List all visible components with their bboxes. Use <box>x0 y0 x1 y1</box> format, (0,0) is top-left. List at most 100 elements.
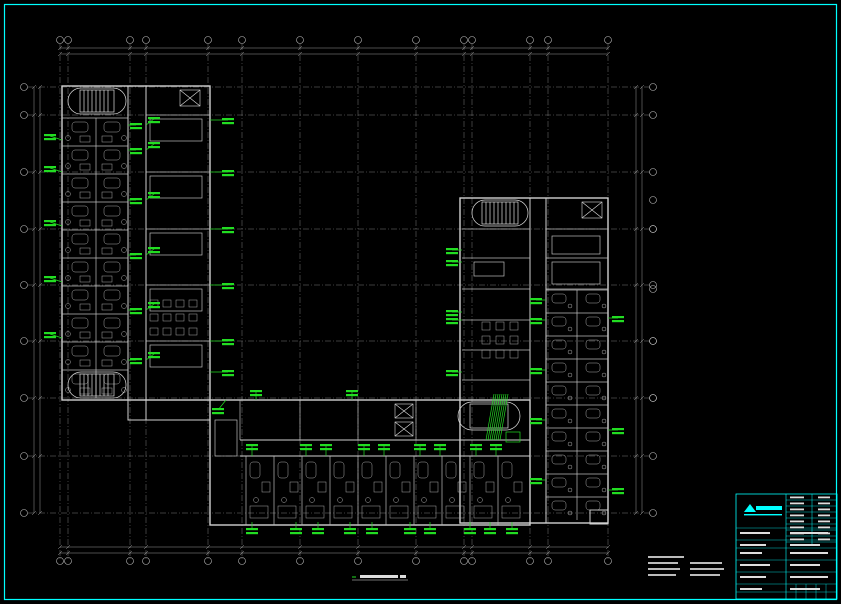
row-bubble-icon <box>649 285 657 293</box>
row-bubble-icon <box>649 394 657 402</box>
toilet-fixture-icon <box>305 461 317 479</box>
toilet-fixture-icon <box>103 317 121 329</box>
general-notes <box>648 556 724 576</box>
column-bubble-icon <box>354 557 362 565</box>
toilet-fixture-icon <box>551 477 567 488</box>
column-bubble-icon <box>64 36 72 44</box>
toilet-fixture-icon <box>277 461 289 479</box>
stair-icon <box>67 371 127 399</box>
toilet-fixture-icon <box>585 316 601 327</box>
toilet-fixture-icon <box>551 293 567 304</box>
title-block <box>735 493 838 600</box>
column-bubble-icon <box>204 557 212 565</box>
column-bubble-icon <box>64 557 72 565</box>
row-bubble-icon <box>20 281 28 289</box>
toilet-fixture-icon <box>71 317 89 329</box>
row-bubble-icon <box>649 337 657 345</box>
toilet-fixture-icon <box>551 316 567 327</box>
toilet-fixture-icon <box>551 362 567 373</box>
annotation-leaders <box>44 117 624 535</box>
toilet-fixture-icon <box>103 205 121 217</box>
row-bubble-icon <box>649 196 657 204</box>
column-bubble-icon <box>56 557 64 565</box>
toilet-fixture-icon <box>71 149 89 161</box>
toilet-fixture-icon <box>445 461 457 479</box>
column-bubble-icon <box>126 557 134 565</box>
toilet-fixture-icon <box>103 233 121 245</box>
toilet-fixture-icon <box>551 408 567 419</box>
row-bubble-icon <box>649 111 657 119</box>
toilet-fixture-icon <box>103 289 121 301</box>
company-logo-icon <box>744 504 782 516</box>
column-bubble-icon <box>238 36 246 44</box>
column-bubble-icon <box>544 36 552 44</box>
toilet-fixture-icon <box>585 293 601 304</box>
scale-bar <box>352 575 408 581</box>
column-bubble-icon <box>296 557 304 565</box>
toilet-fixture-icon <box>103 261 121 273</box>
toilet-fixture-icon <box>103 121 121 133</box>
column-bubble-icon <box>238 557 246 565</box>
toilet-fixture-icon <box>389 461 401 479</box>
room-partitions <box>62 114 608 525</box>
drawing-frame <box>3 3 838 601</box>
bathroom-fixtures <box>65 121 607 519</box>
column-bubble-icon <box>544 557 552 565</box>
toilet-fixture-icon <box>103 345 121 357</box>
toilet-fixture-icon <box>249 461 261 479</box>
row-bubble-icon <box>20 83 28 91</box>
row-bubble-icon <box>649 168 657 176</box>
column-bubbles <box>20 36 657 565</box>
stair-icon <box>471 199 529 227</box>
toilet-fixture-icon <box>585 362 601 373</box>
toilet-fixture-icon <box>551 454 567 465</box>
elevator-icon <box>179 89 201 107</box>
toilet-fixture-icon <box>71 289 89 301</box>
elevator-icon <box>581 201 603 219</box>
row-bubble-icon <box>20 111 28 119</box>
column-bubble-icon <box>460 557 468 565</box>
column-bubble-icon <box>468 557 476 565</box>
toilet-fixture-icon <box>585 454 601 465</box>
row-bubble-icon <box>20 509 28 517</box>
toilet-fixture-icon <box>551 431 567 442</box>
column-bubble-icon <box>604 36 612 44</box>
toilet-fixture-icon <box>585 339 601 350</box>
column-bubble-icon <box>142 36 150 44</box>
toilet-fixture-icon <box>333 461 345 479</box>
toilet-fixture-icon <box>585 385 601 396</box>
toilet-fixture-icon <box>417 461 429 479</box>
toilet-fixture-icon <box>585 500 601 511</box>
stair-icon <box>67 87 127 115</box>
toilet-fixture-icon <box>585 431 601 442</box>
building-walls <box>61 85 609 526</box>
toilet-fixture-icon <box>71 261 89 273</box>
row-bubble-icon <box>649 225 657 233</box>
column-bubble-icon <box>412 557 420 565</box>
column-bubble-icon <box>460 36 468 44</box>
column-bubble-icon <box>412 36 420 44</box>
column-bubble-icon <box>604 557 612 565</box>
toilet-fixture-icon <box>71 205 89 217</box>
toilet-fixture-icon <box>71 233 89 245</box>
elevator-icon <box>394 403 414 437</box>
column-bubble-icon <box>354 36 362 44</box>
column-bubble-icon <box>142 557 150 565</box>
row-bubble-icon <box>20 394 28 402</box>
row-bubble-icon <box>20 225 28 233</box>
dimension-lines <box>31 45 645 556</box>
stair-icon <box>457 401 521 431</box>
toilet-fixture-icon <box>585 477 601 488</box>
column-bubble-icon <box>296 36 304 44</box>
toilet-fixture-icon <box>551 500 567 511</box>
column-bubble-icon <box>526 36 534 44</box>
toilet-fixture-icon <box>103 149 121 161</box>
row-bubble-icon <box>649 509 657 517</box>
toilet-fixture-icon <box>551 385 567 396</box>
toilet-fixture-icon <box>473 461 485 479</box>
row-bubble-icon <box>20 168 28 176</box>
toilet-fixture-icon <box>361 461 373 479</box>
row-bubble-icon <box>20 452 28 460</box>
row-bubble-icon <box>20 337 28 345</box>
